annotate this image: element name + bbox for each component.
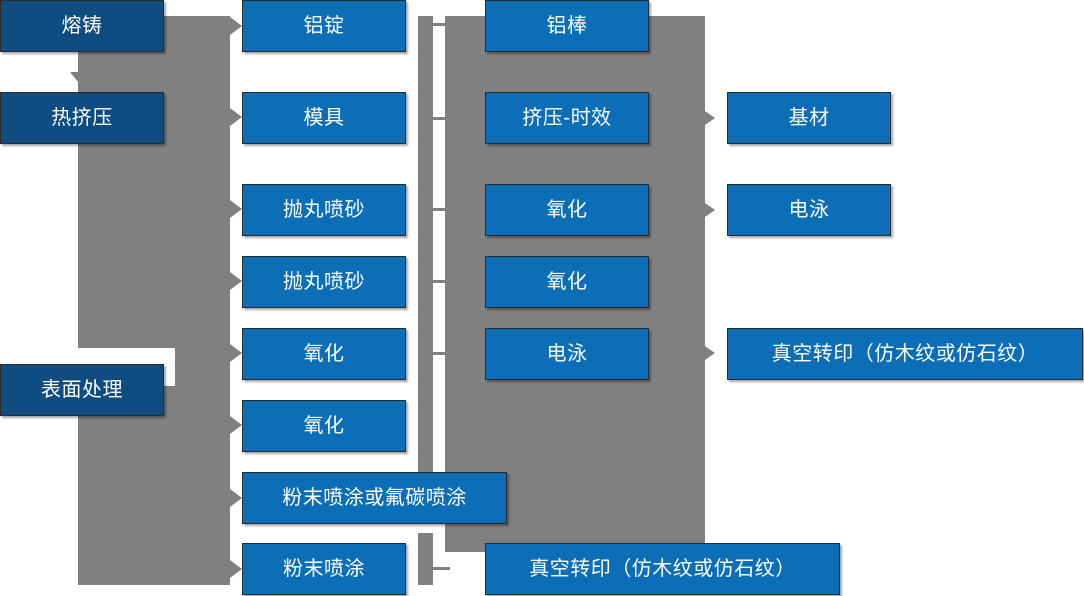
- process-box-shotblast-2[interactable]: 抛丸喷砂: [242, 256, 406, 308]
- stage-box-surface-treatment[interactable]: 表面处理: [0, 364, 164, 416]
- arrow-down-icon-melting-to-extrude: [70, 72, 88, 83]
- arrow-right-icon-to-vacuum: [705, 346, 715, 360]
- process-box-powder-or-fluorocarbon[interactable]: 粉末喷涂或氟碳喷涂: [242, 472, 507, 524]
- connector-stub-row5: [433, 352, 450, 355]
- process-label-powder-or-fluorocarbon: 粉末喷涂或氟碳喷涂: [282, 487, 467, 509]
- process-label-vacuum-transfer-c3: 真空转印（仿木纹或仿石纹）: [529, 558, 796, 580]
- stage-box-melting[interactable]: 熔铸: [0, 0, 164, 52]
- connector-bar-column2-spine: [418, 16, 433, 521]
- connector-stub-row2: [433, 117, 450, 120]
- process-box-electrophoresis-c3[interactable]: 电泳: [485, 328, 649, 380]
- process-label-extrusion-aging: 挤压-时效: [522, 107, 612, 129]
- process-box-vacuum-transfer-c3[interactable]: 真空转印（仿木纹或仿石纹）: [485, 543, 840, 595]
- stage-box-hot-extrusion[interactable]: 热挤压: [0, 92, 164, 144]
- process-label-electrophoresis-c3: 电泳: [546, 343, 588, 365]
- connector-stub-row6: [433, 567, 450, 570]
- process-box-shotblast-1[interactable]: 抛丸喷砂: [242, 184, 406, 236]
- stage-label-hot-extrusion: 热挤压: [51, 107, 113, 129]
- arrow-right-icon-to-shotblast-1: [230, 200, 242, 218]
- process-box-die[interactable]: 模具: [242, 92, 406, 144]
- product-label-vacuum-transfer: 真空转印（仿木纹或仿石纹）: [771, 343, 1039, 365]
- process-box-oxidation-c3-2[interactable]: 氧化: [485, 256, 649, 308]
- arrow-right-icon-to-shotblast-2: [230, 272, 242, 290]
- connector-bar-column2-spine-lower: [418, 533, 433, 585]
- connector-stub-row4: [433, 280, 450, 283]
- product-label-electrophoresis: 电泳: [788, 199, 830, 221]
- process-box-oxidation-c3-1[interactable]: 氧化: [485, 184, 649, 236]
- process-label-oxidation-c3-1: 氧化: [546, 199, 588, 221]
- process-label-aluminum-bar: 铝棒: [546, 15, 588, 37]
- process-box-aluminum-bar[interactable]: 铝棒: [485, 0, 649, 52]
- process-label-oxidation-1: 氧化: [303, 343, 345, 365]
- product-label-substrate: 基材: [788, 107, 830, 129]
- arrow-right-icon-to-powder-fluor: [230, 489, 242, 507]
- arrow-right-icon-to-ingot: [230, 17, 242, 35]
- process-box-powder-coating[interactable]: 粉末喷涂: [242, 543, 406, 595]
- product-box-vacuum-transfer[interactable]: 真空转印（仿木纹或仿石纹）: [727, 328, 1083, 380]
- process-box-oxidation-1[interactable]: 氧化: [242, 328, 406, 380]
- arrow-right-icon-to-electro: [705, 203, 715, 217]
- process-box-oxidation-2[interactable]: 氧化: [242, 400, 406, 452]
- connector-stub-row1: [433, 23, 450, 26]
- product-box-electrophoresis[interactable]: 电泳: [727, 184, 891, 236]
- arrow-right-icon-to-oxidation-2: [230, 416, 242, 434]
- process-label-shotblast-1: 抛丸喷砂: [283, 199, 365, 221]
- arrow-right-icon-to-die: [230, 108, 242, 126]
- process-label-ingot: 铝锭: [303, 15, 345, 37]
- connector-stub-row3: [433, 208, 450, 211]
- process-label-shotblast-2: 抛丸喷砂: [283, 271, 365, 293]
- connector-stub-surface: [164, 389, 182, 392]
- stage-label-surface-treatment: 表面处理: [41, 379, 123, 401]
- arrow-right-icon-to-substrate: [705, 111, 715, 125]
- process-label-powder-coating: 粉末喷涂: [283, 558, 365, 580]
- arrow-right-icon-to-powder: [230, 560, 242, 578]
- arrow-right-icon-to-oxidation-1: [230, 344, 242, 362]
- process-label-oxidation-2: 氧化: [303, 415, 345, 437]
- process-label-die: 模具: [303, 107, 345, 129]
- process-box-extrusion-aging[interactable]: 挤压-时效: [485, 92, 649, 144]
- product-box-substrate[interactable]: 基材: [727, 92, 891, 144]
- process-label-oxidation-c3-2: 氧化: [546, 271, 588, 293]
- process-box-ingot[interactable]: 铝锭: [242, 0, 406, 52]
- stage-label-melting: 熔铸: [61, 15, 103, 37]
